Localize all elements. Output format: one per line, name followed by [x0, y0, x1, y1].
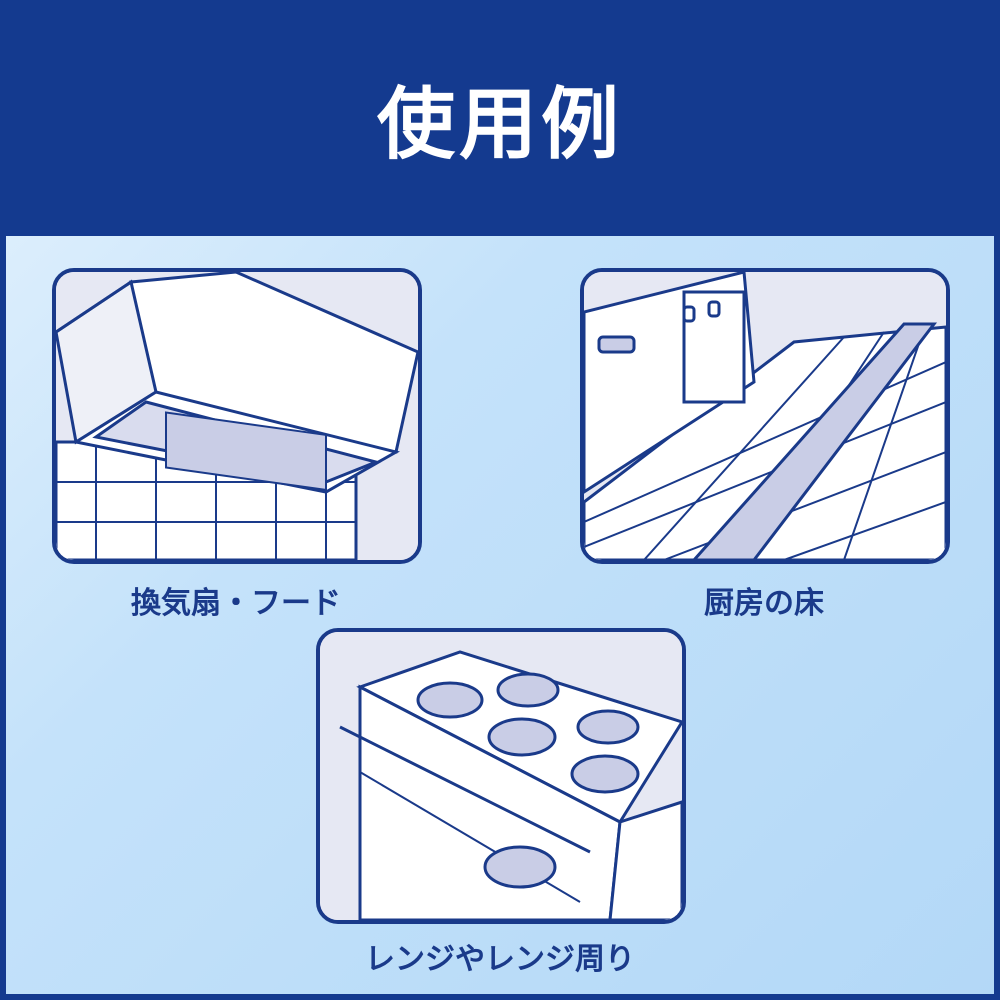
page-title: 使用例 — [376, 80, 623, 170]
header-banner: 使用例 — [0, 0, 1000, 236]
gas-range-illustration — [316, 628, 686, 924]
kitchen-floor-illustration — [580, 268, 950, 564]
example-label-range: レンジやレンジ周り — [365, 942, 635, 977]
example-label-hood: 換気扇・フード — [131, 586, 341, 621]
range-hood-illustration — [52, 268, 422, 564]
example-label-floor: 厨房の床 — [704, 586, 824, 621]
